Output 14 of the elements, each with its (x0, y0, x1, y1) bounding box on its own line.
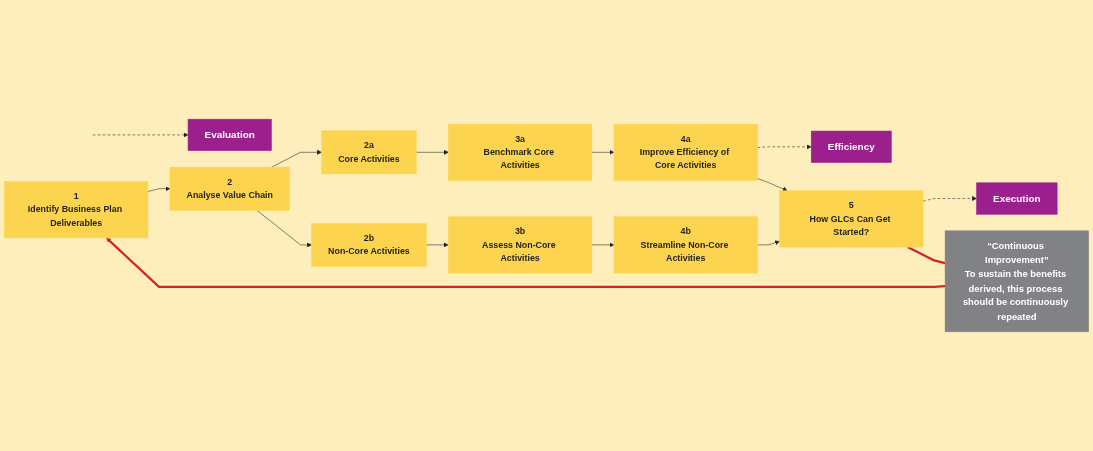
node-box: Evaluation (187, 118, 272, 151)
node-box: 2a Core Activities (321, 130, 417, 175)
node-box: Efficiency (810, 130, 892, 163)
node-box: 3a Benchmark Core Activities (448, 123, 593, 181)
node-box: “Continuous Improvement” To sustain the benefits derived, this process should be continuously repeated (944, 230, 1089, 333)
node-box: 4b Streamline Non-Core Activities (613, 216, 758, 274)
connector (907, 246, 946, 265)
node-box: Execution (976, 182, 1058, 215)
node-box: 5 How GLCs Can Get Started? (779, 190, 924, 248)
node-box: 2 Analyse Value Chain (169, 166, 290, 211)
node-box: 3b Assess Non-Core Activities (448, 216, 593, 274)
node-box: 1 Identify Business Plan Deliverables (4, 181, 149, 239)
node-box: 2b Non-Core Activities (311, 223, 427, 267)
node-box: 4a Improve Efficiency of Core Activities (613, 123, 758, 181)
